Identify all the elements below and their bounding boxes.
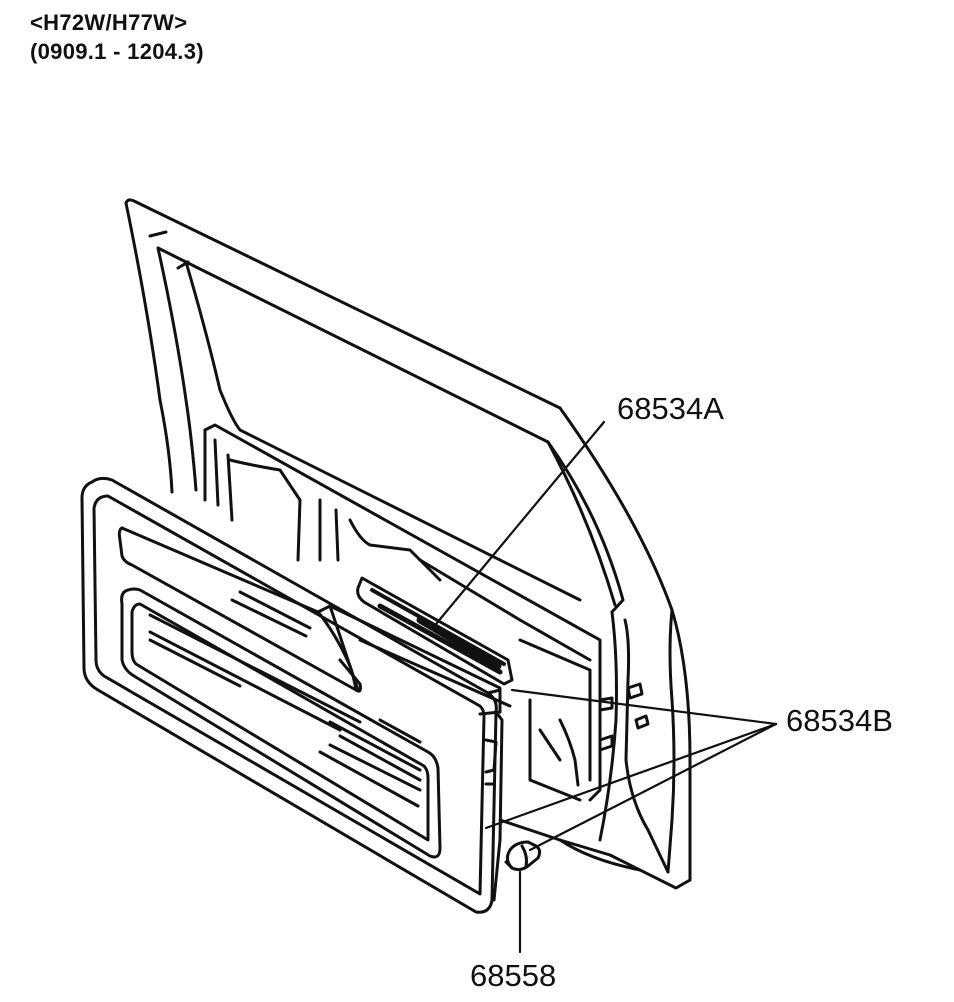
leader-lines [434, 420, 778, 954]
weatherstrip-68534a [356, 576, 514, 686]
callout-labels: 68534A 68534B 68558 [470, 391, 893, 993]
leader-line-68534a [434, 420, 606, 626]
clip-68558 [504, 840, 542, 872]
door-trim-panel [80, 476, 512, 914]
leader-line-68534b-lower [528, 722, 778, 852]
callout-68558: 68558 [470, 958, 556, 993]
model-codes: <H72W/H77W> [30, 10, 188, 35]
date-range: (0909.1 - 1204.3) [30, 39, 204, 64]
leader-line-68534b-upper [510, 688, 778, 726]
leader-line-68534b-middle [484, 722, 778, 830]
diagram-header: <H72W/H77W> (0909.1 - 1204.3) [30, 8, 204, 66]
door-frame [124, 198, 692, 890]
callout-68534a: 68534A [617, 391, 724, 426]
callout-68534b: 68534B [786, 703, 893, 738]
